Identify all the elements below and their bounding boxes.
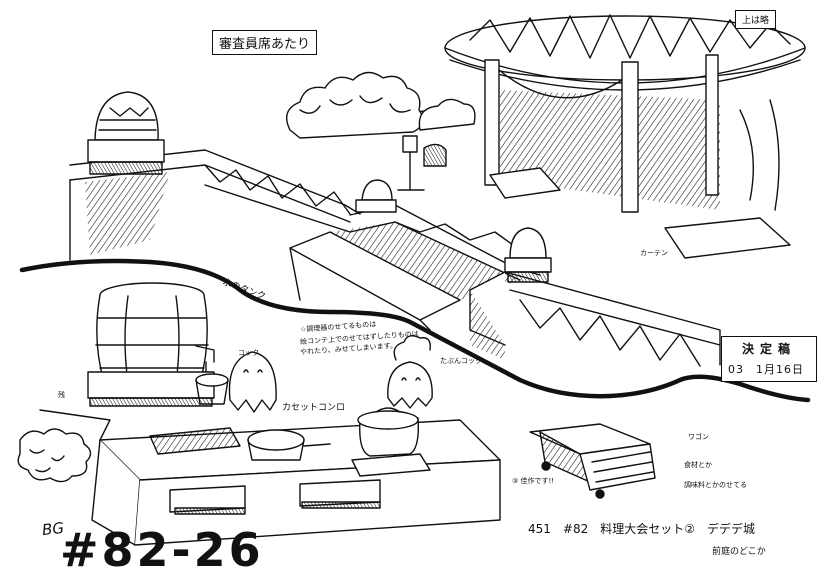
lower-right-wall [469,271,721,367]
sheet-code-number: #82-26 [60,523,264,577]
curtain-label: カーテン [640,249,668,257]
wagon-note-2: 食材とか [684,461,712,469]
bridge [289,179,552,331]
ghost-cook-left [228,351,277,413]
sheet-code-bg: BG [41,518,65,540]
wagon [529,423,656,499]
wagon-note-3: 調味料とかのせてる [684,481,747,489]
wagon-label: ワゴン [688,433,709,441]
pavilion [444,14,806,259]
top-right-note: 上は略 [735,10,777,29]
sheet-code: BG #82-26 [41,519,264,577]
cooking-set [17,282,656,546]
top-note-judges-seat: 審査員席あたり [212,30,318,55]
cook-right-label: たぶんコック [440,357,482,365]
food-pile [17,428,92,483]
left-dome-post [87,91,165,175]
stamp-title: 決定稿 [741,342,796,356]
bottom-side-note: ③ 佳作です!! [512,477,555,485]
stamp-date: 03 1月16日 [728,363,804,376]
water-barrel [87,282,229,407]
footer-info: 451 #82 料理大会セット② デデデ城 [528,522,755,536]
bushes [286,71,476,139]
cooking-table [91,407,501,546]
upper-scene [69,14,806,367]
ghost-cook-right [387,361,433,409]
gas-stove-label: カセットコンロ [282,403,346,413]
footer-info-2: 前庭のどこか [712,547,766,557]
approval-stamp: 決定稿 03 1月16日 [721,336,817,382]
divider-line [19,258,811,403]
cook-left-label: コック [238,349,259,357]
leftover-mark: 残 [58,391,65,399]
